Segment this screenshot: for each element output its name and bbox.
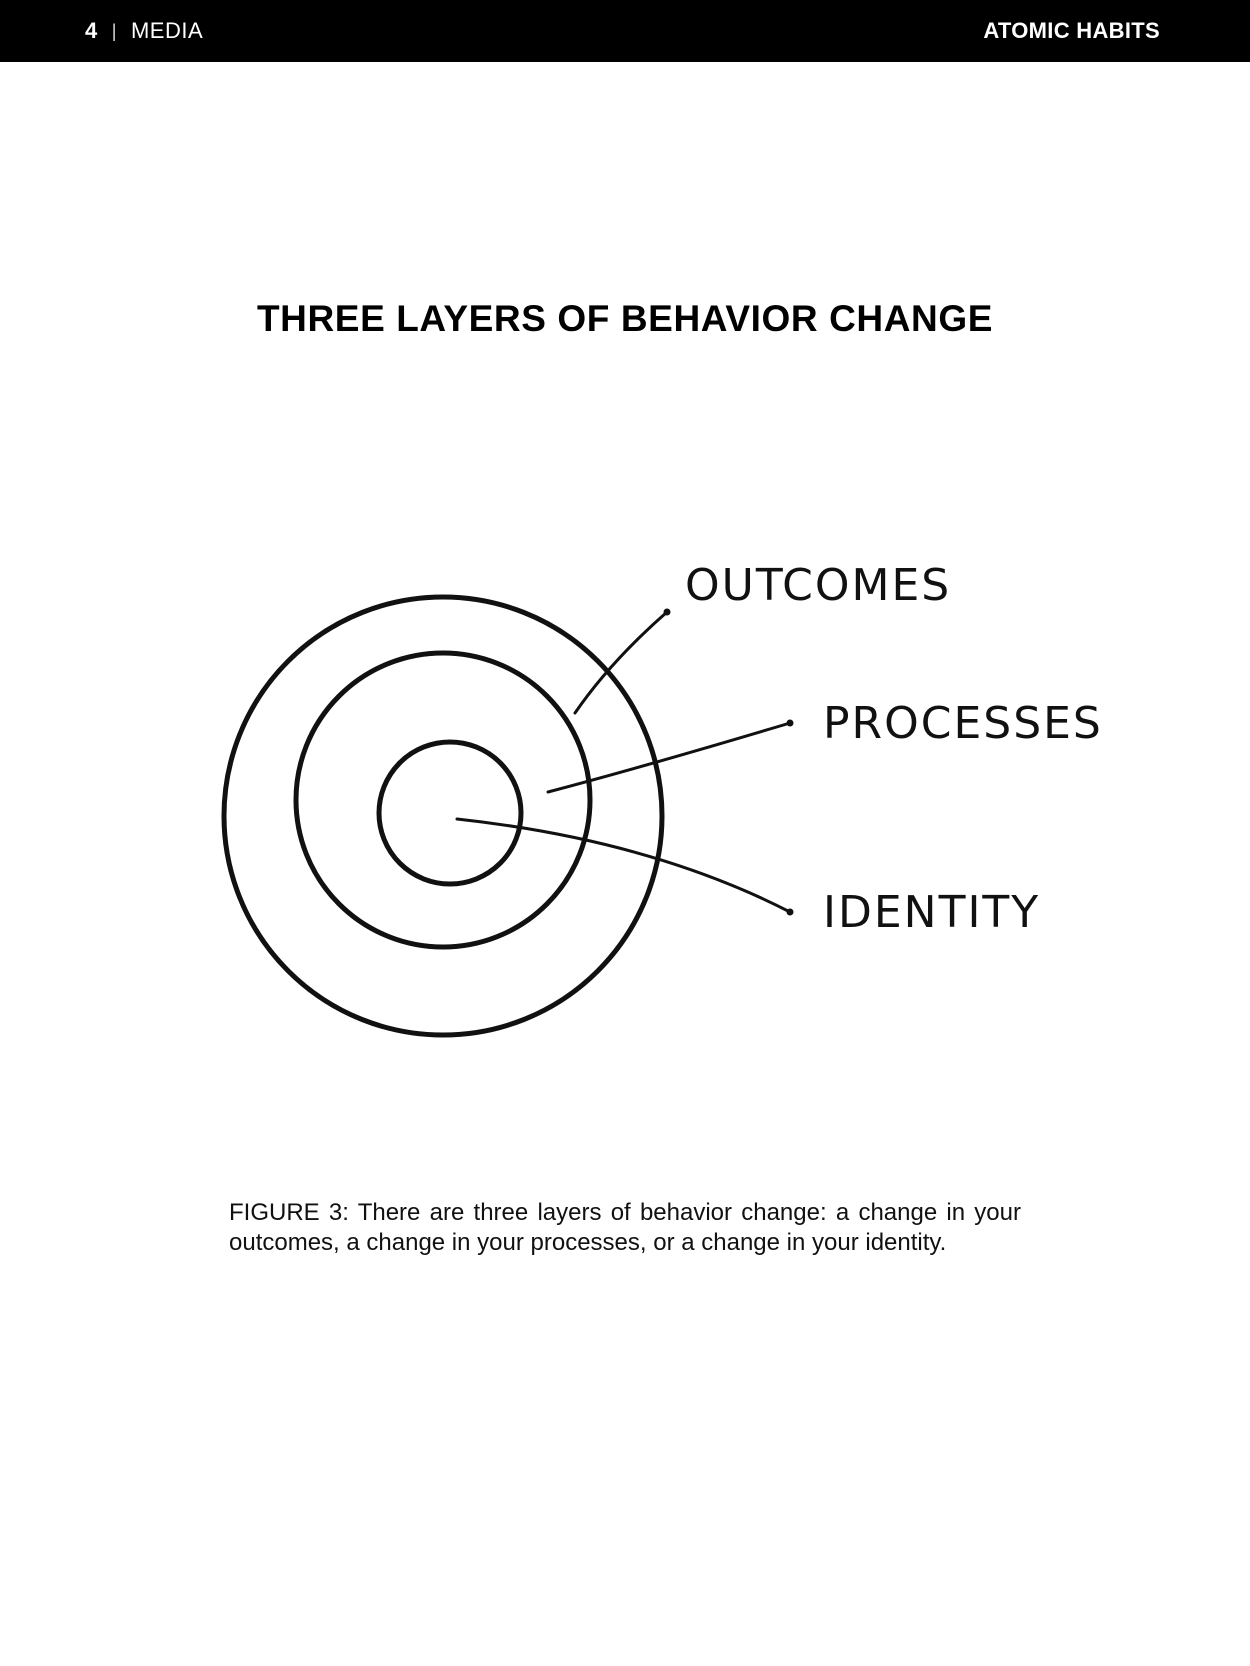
section-label: MEDIA bbox=[130, 18, 204, 43]
concentric-circles-diagram: OUTCOMES PROCESSES IDENTITY bbox=[221, 560, 1100, 1038]
identity-pointer-line bbox=[455, 817, 792, 914]
inner-circle-identity bbox=[376, 739, 524, 887]
label-processes: PROCESSES bbox=[823, 698, 1100, 749]
identity-pointer-dot bbox=[786, 908, 794, 916]
page-number: 4 bbox=[85, 18, 98, 43]
figure-caption: FIGURE 3: There are three layers of beha… bbox=[229, 1199, 1021, 1256]
behavior-layers-figure: OUTCOMES PROCESSES IDENTITY bbox=[180, 550, 1100, 1080]
middle-circle-processes bbox=[293, 650, 593, 950]
page-title: THREE LAYERS OF BEHAVIOR CHANGE bbox=[256, 298, 994, 339]
header-separator: | bbox=[111, 20, 117, 41]
header-bar: 4 | MEDIA ATOMIC HABITS bbox=[0, 0, 1250, 62]
label-outcomes: OUTCOMES bbox=[685, 560, 951, 611]
label-identity: IDENTITY bbox=[823, 887, 1040, 938]
header-left: 4 | MEDIA bbox=[85, 0, 203, 62]
outcomes-pointer-line bbox=[573, 610, 669, 715]
book-title: ATOMIC HABITS bbox=[983, 18, 1160, 43]
processes-pointer-dot bbox=[786, 719, 794, 727]
outer-circle-outcomes bbox=[221, 594, 665, 1038]
outcomes-pointer-dot bbox=[663, 608, 671, 616]
processes-pointer-line bbox=[546, 721, 792, 794]
